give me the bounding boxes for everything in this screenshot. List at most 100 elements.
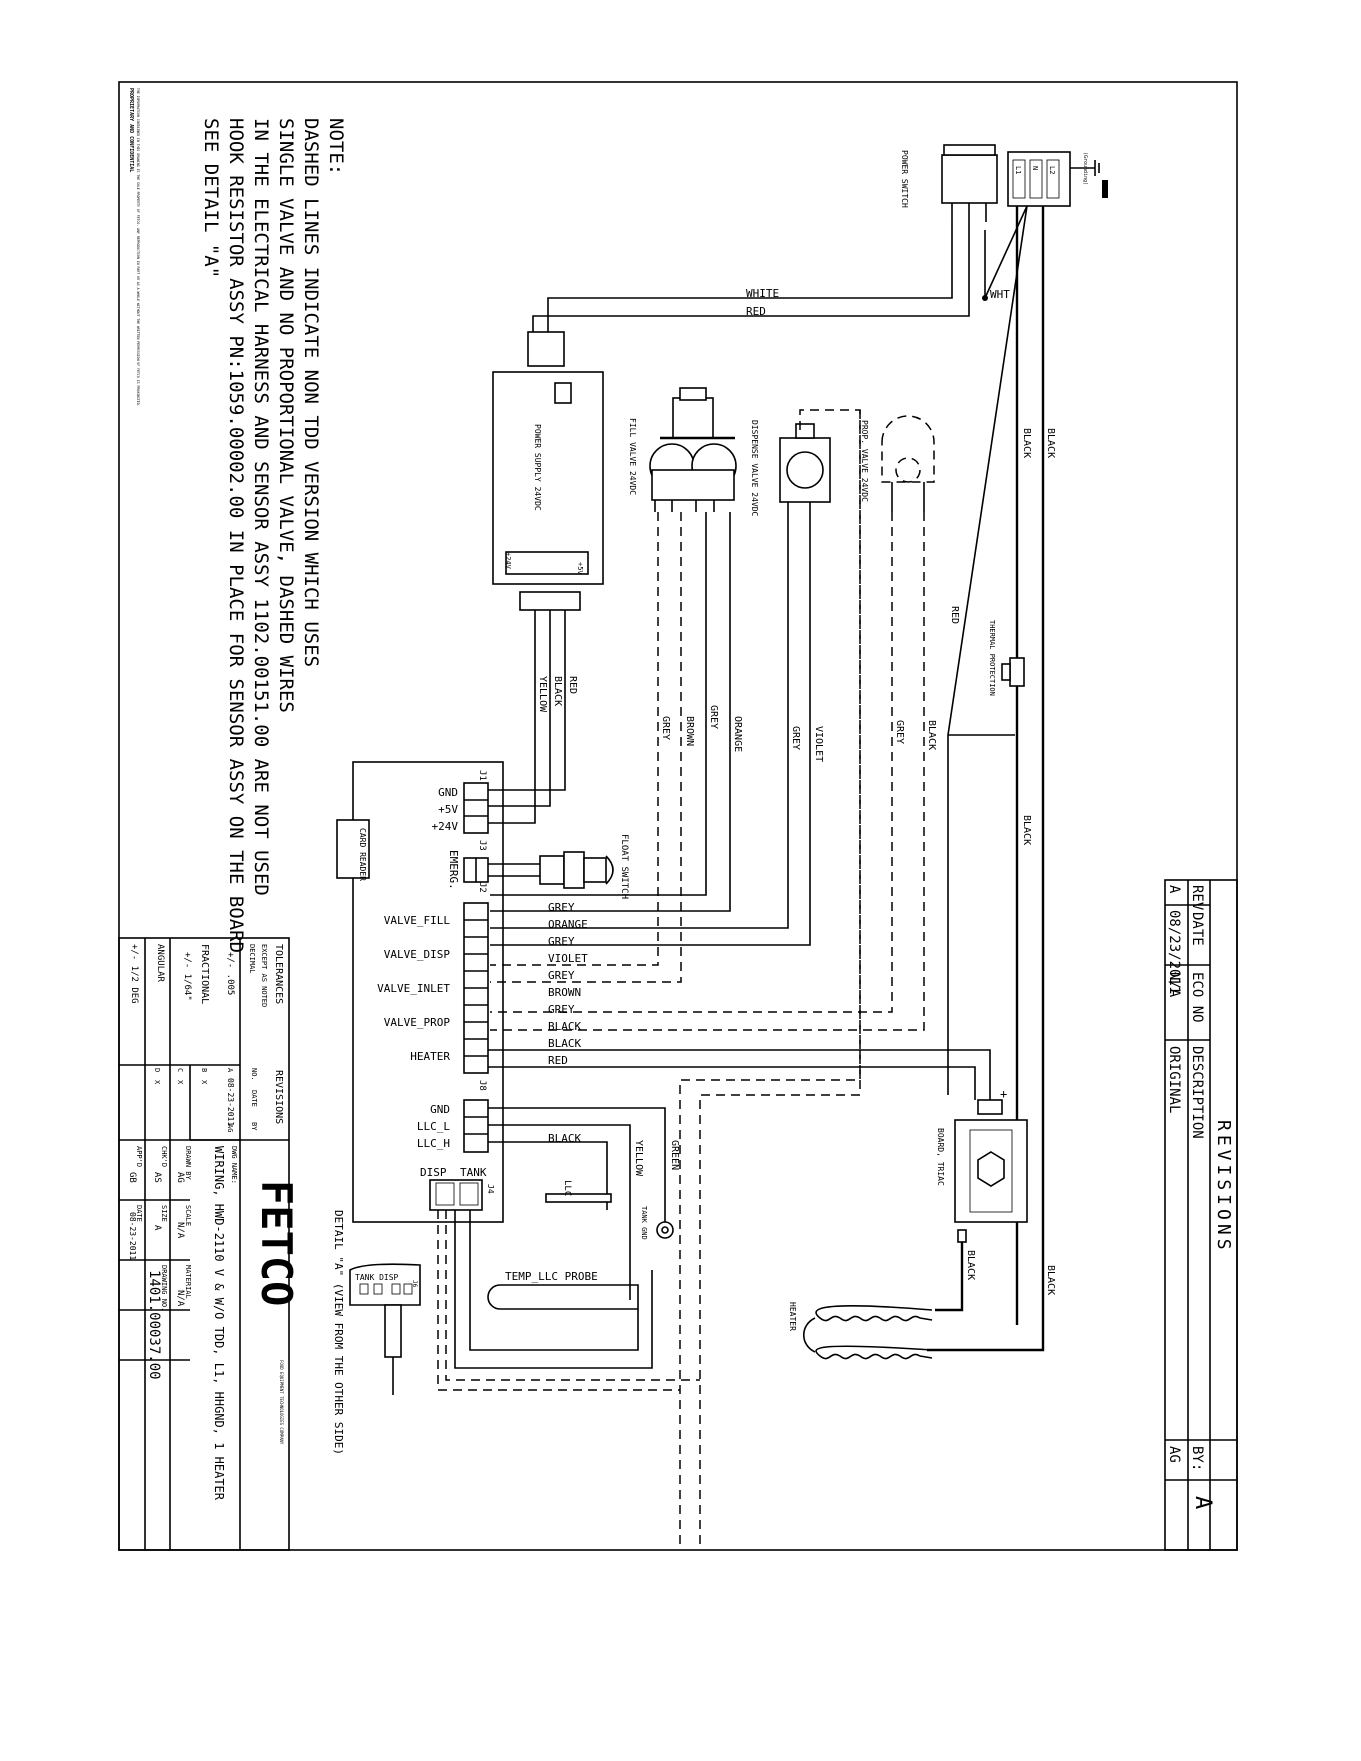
sensor-wiring: GREEN YELLOW BLACK LLC TANK GND TEMP_LLC…	[437, 1107, 700, 1391]
tb-material-label: MATERIAL	[184, 1265, 192, 1299]
tb-rev-a-by: AG	[226, 1124, 234, 1132]
tb-rev-c: C	[176, 1068, 184, 1072]
dispense-valve: DISPENSE VALVE 24VDC	[750, 420, 831, 517]
tb-date: 08-23-2011	[128, 1212, 137, 1260]
j2-wire-labels: GREY ORANGE GREY VIOLET GREY BROWN GREY …	[548, 901, 588, 1067]
prop-valve: PROP. VALVE 24VDC	[860, 415, 935, 512]
wire-red-2: RED	[949, 606, 960, 624]
fill-valve: FILL VALVE 24VDC	[628, 387, 737, 512]
tb-rev-d-val: X	[153, 1080, 161, 1085]
tb-decimal: DECIMAL	[248, 944, 256, 974]
terminal-l1: L1	[1014, 166, 1022, 174]
tb-size-label: SIZE	[160, 1205, 168, 1222]
ps-pin-5v: +5V	[576, 562, 584, 575]
rev-header-eco: ECO NO	[1189, 972, 1205, 1023]
tb-chkd: AS	[152, 1172, 162, 1183]
j2-wire-5: GREY	[548, 969, 575, 982]
tb-material: N/A	[175, 1290, 185, 1307]
tb-fractional: FRACTIONAL	[199, 944, 210, 1004]
tb-size: A	[152, 1225, 162, 1231]
title-block: TOLERANCES EXCEPT AS NOTED DECIMAL +/- .…	[118, 937, 301, 1551]
note-line-3: IN THE ELECTRICAL HARNESS AND SENSOR ASS…	[250, 118, 272, 896]
j2-wire-1: GREY	[548, 901, 575, 914]
j2-wire-7: GREY	[548, 1003, 575, 1016]
j2-valve-fill: VALVE_FILL	[384, 914, 451, 927]
detail-box-label: TANK DISP	[355, 1273, 399, 1282]
rev-row-date: 08/23/2011	[1166, 910, 1182, 994]
wire-brown: BROWN	[684, 716, 695, 746]
wire-grey-3: GREY	[790, 726, 801, 750]
wire-red-label: RED	[746, 305, 766, 318]
prop-valve-label: PROP. VALVE 24VDC	[860, 420, 869, 502]
terminal-block: L1 N L2 (Grounding)	[1007, 151, 1108, 207]
company-info: FOOD EQUIPMENT TECHNOLOGIES COMPANY	[279, 1360, 284, 1445]
rev-row-description: ORIGINAL	[1166, 1046, 1182, 1113]
j2-wire-4: VIOLET	[548, 952, 588, 965]
fill-valve-label: FILL VALVE 24VDC	[628, 418, 637, 495]
j2-pins	[464, 919, 488, 1057]
tb-drawn-by-label: DRAWN BY	[184, 1146, 192, 1181]
ground-icon	[1094, 160, 1100, 176]
tb-drawing-no-label: DRAWING NO.	[160, 1265, 168, 1311]
heater-element: HEATER	[788, 1302, 933, 1360]
wire-grey-4: GREY	[894, 720, 905, 744]
control-board: CARD READER J1 GND +5V +24V J3 EMERG. J2…	[336, 761, 504, 1223]
llc-label: LLC	[562, 1180, 572, 1196]
j2-wire-2: ORANGE	[548, 918, 588, 931]
tb-dwg-name: WIRING, HWD-2110 V & W/O TDD, L1, HHGND,…	[212, 1146, 226, 1501]
power-supply: POWER SUPPLY 24VDC +5V +24V RED BLACK YE…	[487, 331, 604, 824]
wire-black-5: BLACK	[1045, 1265, 1056, 1295]
wire-black-1: BLACK	[1045, 428, 1056, 458]
j8-label: J8	[477, 1080, 487, 1091]
proprietary-title: PROPRIETARY AND CONFIDENTIAL	[128, 88, 134, 172]
rev-row-by: AG	[1166, 1446, 1182, 1463]
tb-fractional-val: +/- 1/64"	[182, 952, 192, 1001]
tb-appd: GB	[127, 1172, 137, 1183]
wire-black-4: BLACK	[1021, 815, 1032, 845]
thermal-protection-label: THERMAL PROTECTION	[988, 620, 996, 696]
j8-gnd: GND	[430, 1103, 450, 1116]
note-block: NOTE: DASHED LINES INDICATE NON TDD VERS…	[200, 118, 347, 953]
j1-24v: +24V	[432, 820, 459, 833]
rev-header-rev: REV	[1189, 885, 1205, 911]
tb-drawing-no: 1401.00037.00	[146, 1270, 162, 1380]
wire-black-6: BLACK	[965, 1250, 976, 1280]
mains-wiring: WHT WHITE RED BLACK BLACK RED BLACK BLAC…	[532, 205, 1056, 1352]
tb-decimal-val: +/- .005	[225, 952, 235, 995]
valve-wiring: ORANGE GREY BROWN GREY VIOLET GREY BLACK…	[490, 409, 937, 1550]
wire-green: GREEN	[669, 1140, 680, 1170]
rev-header-description: DESCRIPTION	[1189, 1046, 1205, 1139]
j2-wire-8: BLACK	[548, 1020, 581, 1033]
tb-rev-date: DATE	[250, 1090, 258, 1107]
note-line-1: DASHED LINES INDICATE NON TDD VERSION WH…	[300, 118, 322, 667]
wire-black-7: BLACK	[548, 1132, 581, 1145]
rev-header-by: BY:	[1189, 1446, 1205, 1471]
wire-orange: ORANGE	[732, 716, 743, 752]
j2-valve-prop: VALVE_PROP	[384, 1016, 451, 1029]
revisions-title: REVISIONS	[1213, 1120, 1234, 1254]
tb-rev-b: B	[200, 1068, 208, 1072]
ps-pin-24v: +24V	[504, 552, 512, 570]
wire-grey-2: GREY	[660, 716, 671, 740]
ps-wire-yellow: YELLOW	[537, 676, 548, 713]
tb-rev-b-val: X	[200, 1080, 208, 1085]
heater-wiring: +	[488, 1049, 1007, 1101]
detail-a-label: DETAIL "A" (VIEW FROM THE OTHER SIDE)	[332, 1210, 345, 1455]
j2-valve-inlet: VALVE_INLET	[377, 982, 450, 995]
terminal-l2: L2	[1048, 166, 1056, 174]
tb-angular: ANGULAR	[155, 944, 165, 983]
tank-gnd-label: TANK GND	[640, 1206, 648, 1240]
float-switch: FLOAT SWITCH	[488, 834, 629, 899]
company-logo: FETCO	[252, 1180, 301, 1306]
tb-rev-by: BY	[250, 1122, 258, 1131]
j8-llc-l: LLC_L	[417, 1120, 450, 1133]
tb-angular-val: +/- 1/2 DEG	[129, 944, 139, 1004]
j1-label: J1	[477, 770, 487, 781]
tb-scale: N/A	[175, 1222, 185, 1239]
note-heading: NOTE:	[325, 118, 347, 175]
ground-label: (Grounding)	[1082, 152, 1088, 185]
power-switch: POWER SWITCH	[900, 144, 998, 222]
wire-black-2: BLACK	[1021, 428, 1032, 458]
tb-rev-c-val: X	[176, 1080, 184, 1085]
wire-white-label: WHITE	[746, 287, 779, 300]
